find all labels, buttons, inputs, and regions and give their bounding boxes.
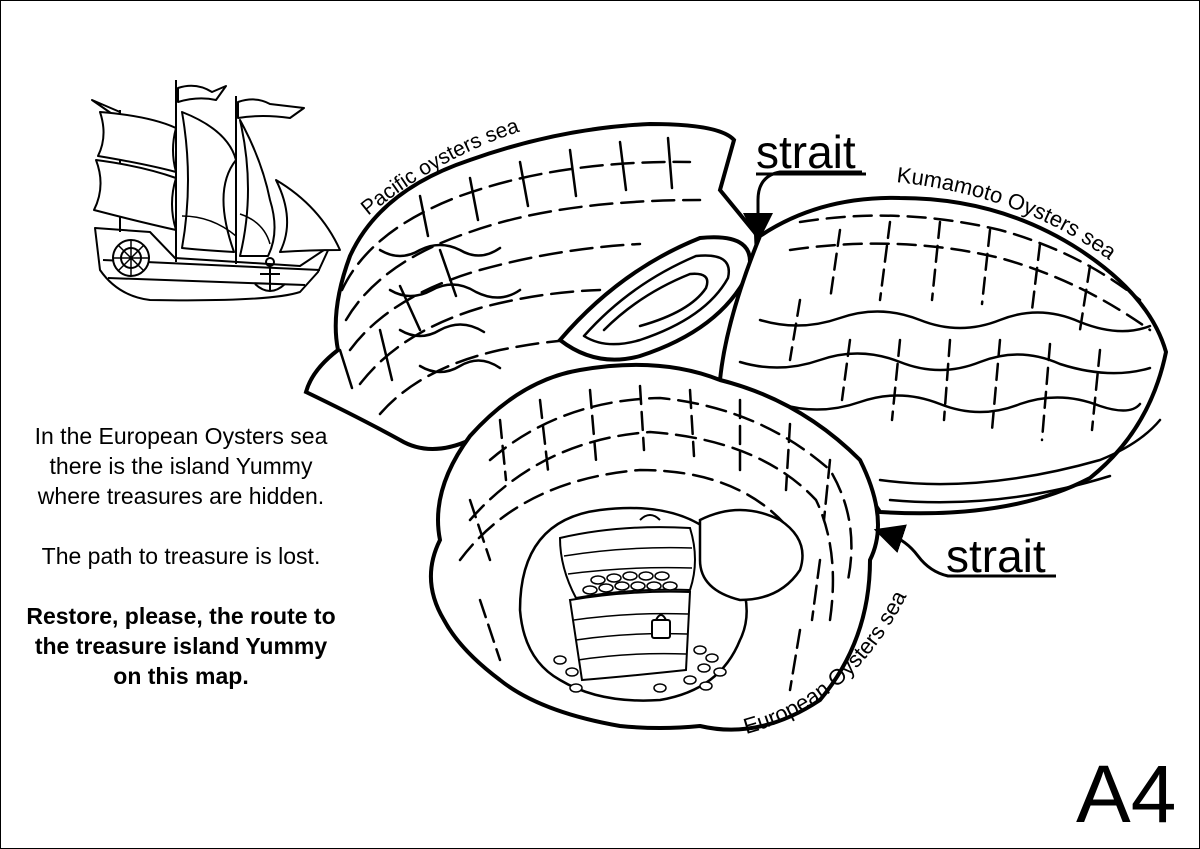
anchor-icon: [254, 257, 286, 292]
treasure-chest-icon: [553, 514, 727, 693]
strait-bottom-label: strait: [946, 530, 1046, 582]
sailing-ship-icon: [91, 80, 341, 302]
strait-bottom-arrow: [873, 524, 1056, 578]
path-lost-paragraph: The path to treasure is lost.: [41, 543, 321, 569]
task-paragraph: Restore, please, the route to the treasu…: [26, 603, 336, 689]
intro-paragraph: In the European Oysters sea there is the…: [34, 423, 328, 509]
padlock-icon: [651, 614, 671, 639]
strait-top-arrow: [743, 170, 862, 243]
paper-size-label: A4: [1076, 749, 1177, 840]
instructions: In the European Oysters sea there is the…: [22, 421, 340, 691]
strait-top-label: strait: [756, 126, 856, 178]
